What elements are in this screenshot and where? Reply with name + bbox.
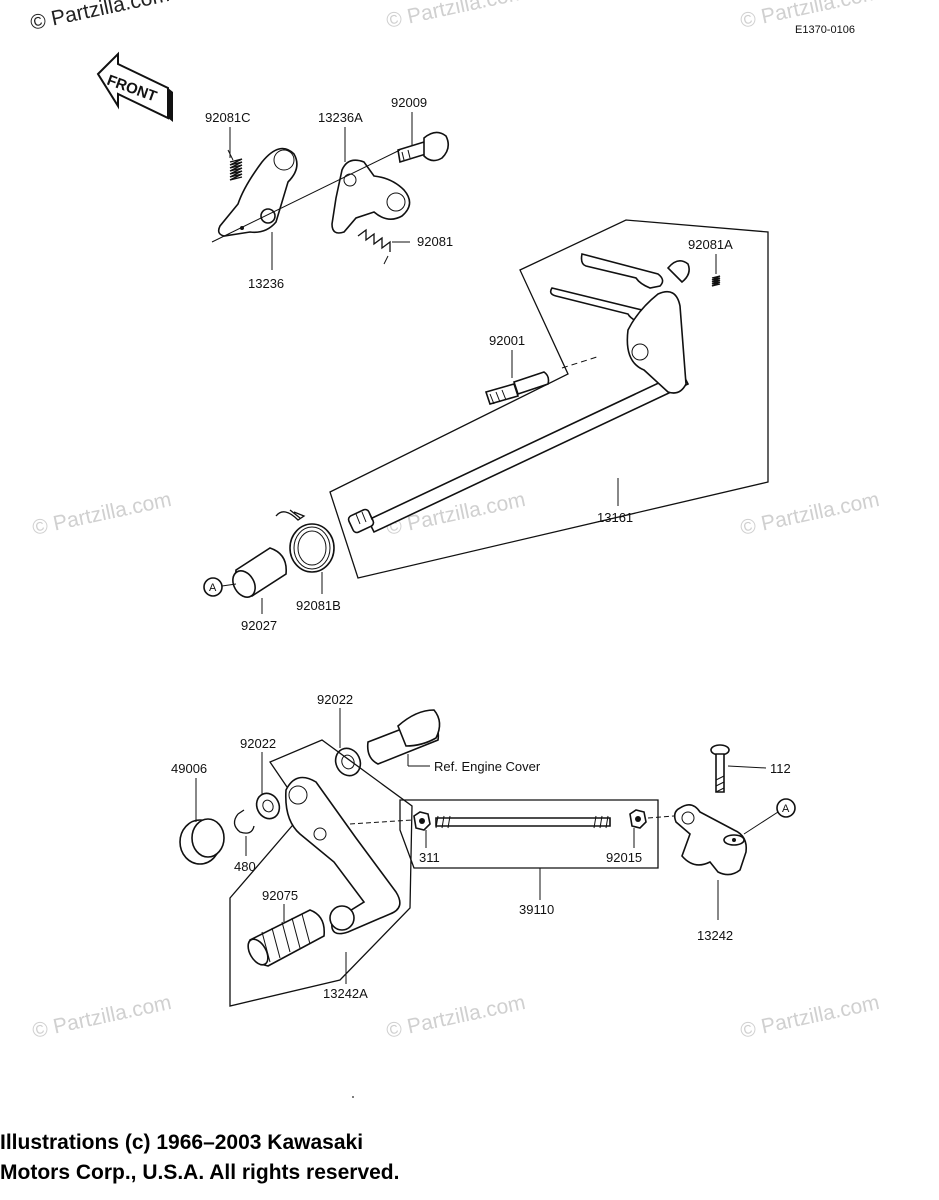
callout-13242a: 13242A — [323, 986, 368, 1001]
callout-92022-top: 92022 — [317, 692, 353, 707]
callout-92081: 92081 — [417, 234, 453, 249]
marker-a-left: A — [203, 577, 237, 597]
ref-engine-cover-label: Ref. Engine Cover — [434, 759, 541, 774]
shift-pedal-13242a — [284, 776, 401, 935]
watermark-top-left: © Partzilla.com — [28, 0, 171, 35]
callout-480: 480 — [234, 859, 256, 874]
spring-92081b — [275, 509, 335, 573]
copyright-notice: Illustrations (c) 1966–2003 Kawasaki Mot… — [0, 1128, 399, 1188]
watermarks: © Partzilla.com © Partzilla.com © Partzi… — [28, 0, 881, 1043]
tie-rod-assembly-outline — [399, 799, 659, 869]
circlip-480 — [233, 809, 255, 834]
callout-39110: 39110 — [519, 902, 554, 917]
washer-92022-left — [255, 792, 281, 820]
callout-92009: 92009 — [391, 95, 427, 110]
rubber-92075 — [247, 909, 326, 967]
svg-text:A: A — [209, 582, 217, 594]
washer-92022-top — [334, 747, 362, 777]
callout-92001: 92001 — [489, 333, 525, 348]
bolt-92009 — [397, 131, 450, 164]
watermark-bottom-right: © Partzilla.com — [738, 991, 881, 1043]
pin-92001 — [484, 355, 601, 405]
watermark-top-center: © Partzilla.com — [384, 0, 527, 33]
svg-text:A: A — [782, 803, 790, 815]
cap-49006 — [179, 818, 225, 865]
spring-92081 — [357, 228, 391, 265]
copyright-line-1: Illustrations (c) 1966–2003 Kawasaki — [0, 1131, 364, 1154]
nut-311 — [413, 811, 431, 831]
watermark-mid-left: © Partzilla.com — [30, 488, 173, 540]
spring-92081a — [711, 275, 721, 287]
shift-pedal-assembly-outline — [229, 739, 413, 1007]
copyright-line-2: Motors Corp., U.S.A. All rights reserved… — [0, 1161, 400, 1184]
callout-49006: 49006 — [171, 761, 207, 776]
callout-92081a: 92081A — [688, 237, 733, 252]
plate-13236a — [331, 159, 411, 234]
diagram-id: E1370-0106 — [795, 24, 855, 36]
callout-13242: 13242 — [697, 928, 733, 943]
callout-92081c: 92081C — [205, 110, 251, 125]
front-arrow: FRONT — [96, 51, 173, 122]
shift-shaft-assembly-outline — [329, 219, 769, 579]
marker-a-right: A — [743, 798, 796, 835]
collar-92027 — [232, 547, 287, 598]
watermark-bottom-left: © Partzilla.com — [30, 991, 173, 1043]
tie-rod-39110 — [435, 815, 611, 829]
callout-13236: 13236 — [248, 276, 284, 291]
watermark-mid-right: © Partzilla.com — [738, 488, 881, 540]
watermark-bottom-center: © Partzilla.com — [384, 991, 527, 1043]
callout-311: 311 — [419, 850, 440, 865]
callout-13161: 13161 — [597, 510, 633, 525]
nut-92015 — [629, 809, 647, 829]
callout-112: 112 — [770, 761, 791, 776]
bolt-112 — [710, 744, 767, 793]
callout-92027: 92027 — [241, 618, 277, 633]
engine-cover-shaft — [366, 709, 441, 767]
callout-13236a: 13236A — [318, 110, 363, 125]
pivot-line — [211, 149, 401, 243]
callout-92081b: 92081B — [296, 598, 341, 613]
callout-92022-left: 92022 — [240, 736, 276, 751]
lever-13242 — [673, 804, 748, 876]
shift-shaft-13161 — [347, 253, 690, 534]
callout-labels: 92081C 13236A 92009 92081 13236 92081A 9… — [171, 95, 791, 1001]
callout-92075: 92075 — [262, 888, 298, 903]
callout-92015: 92015 — [606, 850, 642, 865]
